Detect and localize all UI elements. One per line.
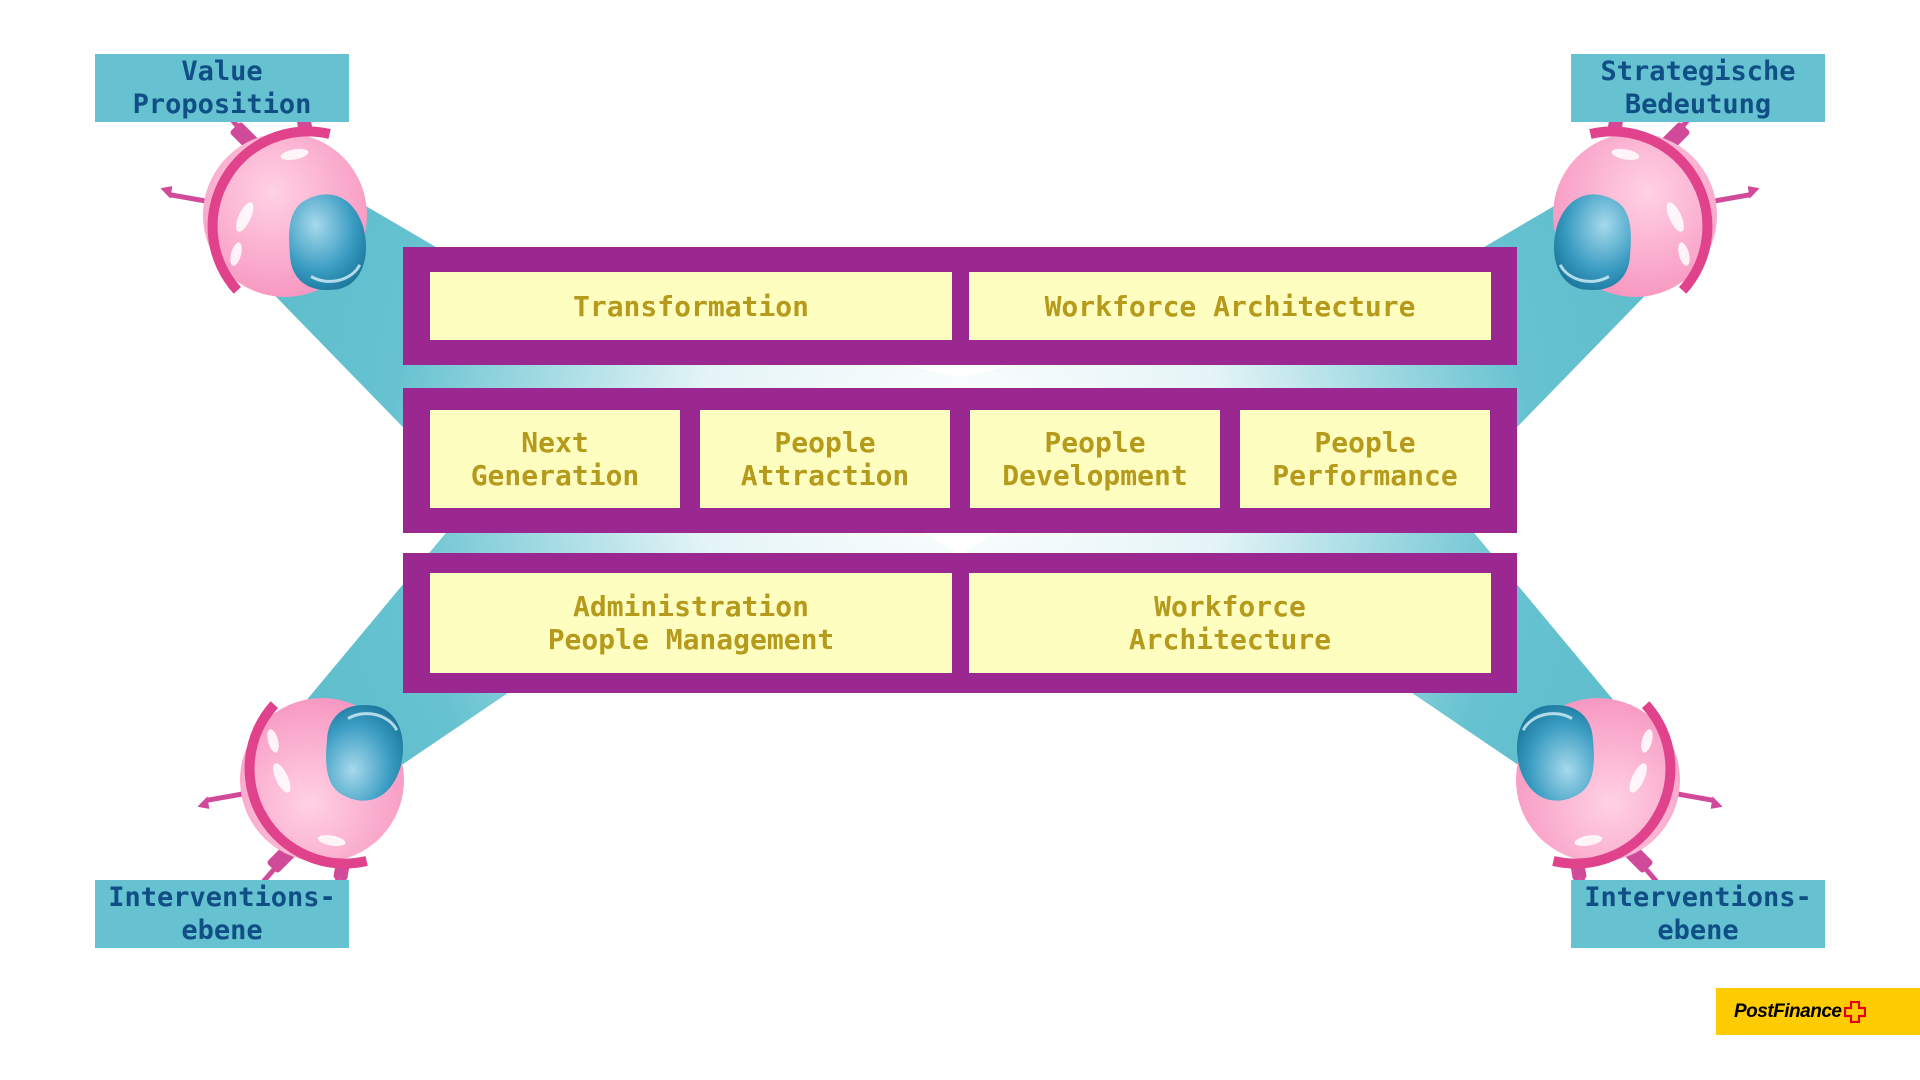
logo-text: PostFinance [1734, 1000, 1842, 1022]
cell-people-performance: People Performance [1240, 410, 1490, 508]
swiss-cross-icon [1844, 1000, 1867, 1023]
cell-people-attraction: People Attraction [700, 410, 950, 508]
label-value-proposition: Value Proposition [95, 54, 349, 122]
cell-administration-people-management: Administration People Management [430, 573, 952, 673]
label-interventionsebene-right: Interventions- ebene [1571, 880, 1825, 948]
cell-workforce-architecture-bottom: Workforce Architecture [969, 573, 1491, 673]
cell-people-development: People Development [970, 410, 1220, 508]
band-top: Transformation Workforce Architecture [403, 247, 1517, 365]
cell-next-generation: Next Generation [430, 410, 680, 508]
postfinance-logo: PostFinance [1716, 988, 1920, 1035]
cell-workforce-architecture-top: Workforce Architecture [969, 272, 1491, 340]
cell-transformation: Transformation [430, 272, 952, 340]
label-interventionsebene-left: Interventions- ebene [95, 880, 349, 948]
band-middle: Next Generation People Attraction People… [403, 388, 1517, 533]
band-bottom: Administration People Management Workfor… [403, 553, 1517, 693]
label-strategische-bedeutung: Strategische Bedeutung [1571, 54, 1825, 122]
